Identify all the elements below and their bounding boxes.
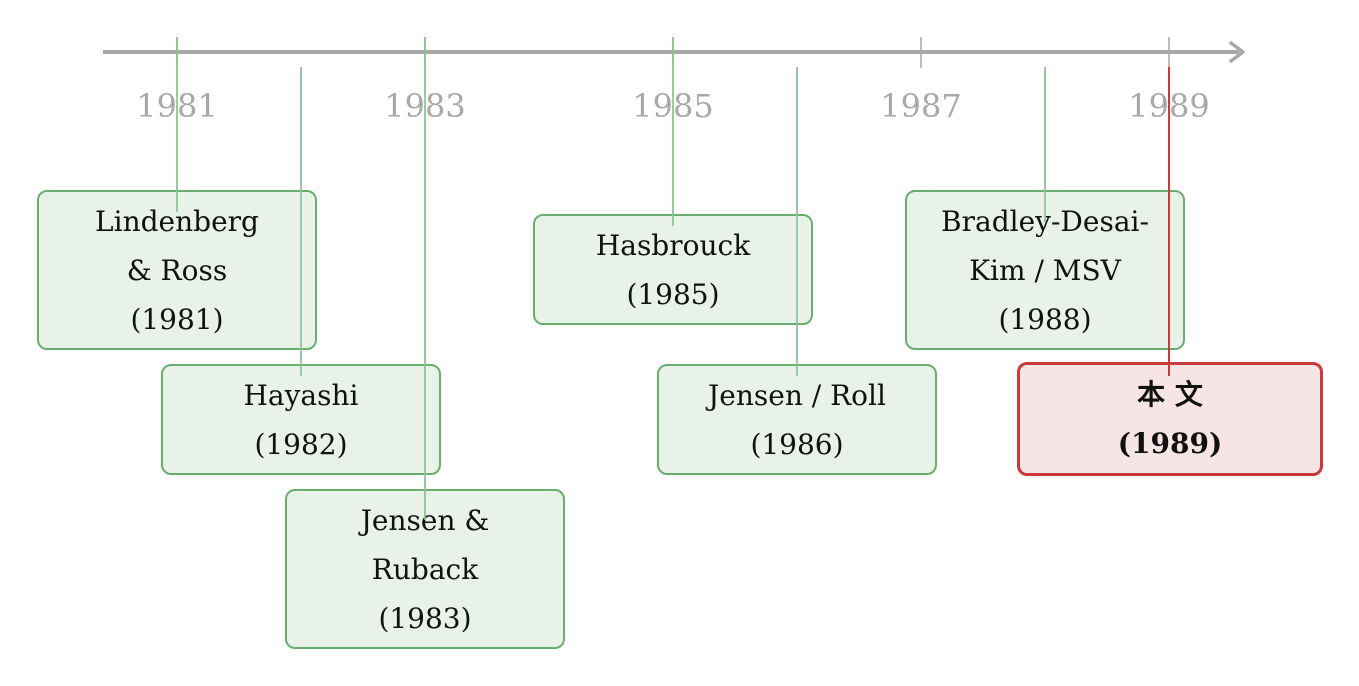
year-label-1987: 1987	[880, 87, 962, 125]
event-card-line: (1981)	[130, 302, 224, 336]
event-card-lindenberg-ross: Lindenberg & Ross (1981)	[37, 190, 317, 350]
event-card-line: & Ross	[126, 253, 228, 287]
event-card-this-paper: 本 文 (1989)	[1017, 362, 1323, 476]
event-card-jensen-ruback: Jensen & Ruback (1983)	[285, 489, 565, 649]
event-card-line: (1989)	[1117, 427, 1223, 460]
event-card-line: Lindenberg	[95, 204, 259, 238]
event-card-line: (1986)	[750, 427, 844, 461]
year-label-1985: 1985	[632, 87, 714, 125]
year-label-1983: 1983	[384, 87, 466, 125]
event-card-line: Bradley-Desai-	[941, 204, 1149, 238]
event-card-line: (1982)	[254, 427, 348, 461]
event-card-bradley-desai-kim: Bradley-Desai- Kim / MSV (1988)	[905, 190, 1185, 350]
event-card-line: Hasbrouck	[595, 228, 751, 262]
event-card-line: Jensen / Roll	[708, 378, 886, 412]
year-label-1981: 1981	[136, 87, 218, 125]
event-card-hasbrouck: Hasbrouck (1985)	[533, 214, 813, 325]
event-card-hayashi: Hayashi (1982)	[161, 364, 441, 475]
event-card-line: (1983)	[378, 601, 472, 635]
event-card-line: Kim / MSV	[969, 253, 1121, 287]
year-label-1989: 1989	[1128, 87, 1210, 125]
event-card-line: Ruback	[371, 552, 479, 586]
event-card-line: Hayashi	[243, 378, 359, 412]
axis-arrow-icon	[1229, 41, 1245, 63]
event-card-line: (1985)	[626, 277, 720, 311]
event-card-line: Jensen &	[360, 503, 490, 537]
event-card-jensen-roll: Jensen / Roll (1986)	[657, 364, 937, 475]
event-card-line: 本 文	[1137, 378, 1203, 411]
event-card-line: (1988)	[998, 302, 1092, 336]
